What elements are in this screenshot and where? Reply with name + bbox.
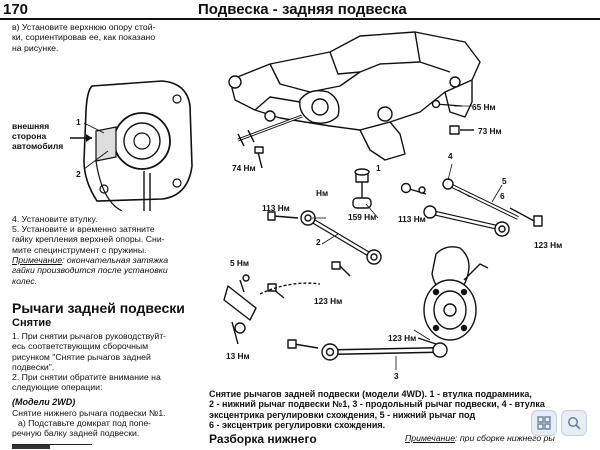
- search-button[interactable]: [561, 410, 587, 436]
- removal-line: следующие операции:: [12, 382, 103, 393]
- model-line: Снятие нижнего рычага подвески №1.: [12, 407, 166, 418]
- cut-off-heading-fragment: [12, 444, 92, 450]
- model-line: а) Подставьте домкрат под попе-: [18, 418, 152, 429]
- model-heading: (Модели 2WD): [12, 396, 76, 407]
- inset-callout-2: 2: [76, 168, 81, 179]
- model-line: речную балку задней подвески.: [12, 428, 140, 439]
- removal-line: рисунком "Снятие рычагов задней: [12, 351, 151, 362]
- section-title: Подвеска - задняя подвеска: [198, 1, 407, 18]
- inset-label-line: сторона: [12, 130, 47, 141]
- part-callout-1: 1: [376, 163, 381, 173]
- torque-label: 113 Нм: [398, 214, 426, 224]
- torque-label: 73 Нм: [478, 126, 502, 136]
- upper-mount-orientation-figure: внешняя сторона автомобиля 1 2: [12, 61, 202, 211]
- grid-view-button[interactable]: [531, 410, 557, 436]
- caption-line: 2 - нижний рычаг подвески №1, 3 - продол…: [209, 399, 545, 410]
- inset-side-label: внешняя сторона автомобиля: [12, 121, 63, 151]
- figure-caption: Снятие рычагов задней подвески (модели 4…: [209, 389, 600, 431]
- torque-label: 65 Нм: [472, 102, 496, 112]
- removal-line: 1. При снятии рычагов руководствуйт-: [12, 330, 167, 341]
- part-callout-5: 5: [502, 176, 507, 186]
- part-callout-2: 2: [316, 237, 321, 247]
- bottom-note-text: : при сборке нижнего ры: [455, 433, 555, 443]
- intro-line: в) Установите верхнюю опору стой-: [12, 22, 156, 32]
- caption-line: 6 - эксцентрик регулировки схождения.: [209, 420, 386, 431]
- torque-label: 13 Нм: [226, 351, 250, 361]
- upper-mount-drawing: [70, 80, 193, 211]
- removal-line: подвески".: [12, 361, 55, 372]
- part-callout-3: 3: [394, 371, 399, 381]
- part-callout-6: 6: [500, 191, 505, 201]
- suspension-exploded-diagram: 65 Нм 73 Нм 74 Нм Нм 113 Нм 159 Нм 113 Н…: [210, 22, 600, 390]
- removal-line: 2. При снятии обратите внимание на: [12, 372, 161, 383]
- inset-callout-1: 1: [76, 116, 81, 127]
- removal-line: есь соответствующим сборочным: [12, 341, 149, 352]
- step-line: гайку крепления верхней опоры. Сни-: [12, 234, 165, 245]
- inset-label-line: внешняя: [12, 120, 50, 131]
- bottom-note-label: Примечание: [405, 433, 456, 443]
- torque-label: 113 Нм: [262, 203, 290, 213]
- note: Примечание: окончательная затяжка: [12, 255, 204, 265]
- torque-label: 74 Нм: [232, 163, 256, 173]
- intro-line: на рисунке.: [12, 42, 59, 53]
- bottom-note: Примечание: при сборке нижнего ры: [405, 433, 555, 443]
- torque-label: Нм: [316, 188, 329, 198]
- step-line: 5. Установите и временно затяните: [12, 224, 155, 235]
- torque-label: 123 Нм: [534, 240, 563, 250]
- inset-label-line: автомобиля: [12, 140, 64, 151]
- torque-label: 123 Нм: [388, 333, 417, 343]
- disassembly-heading: Разборка нижнего: [209, 432, 317, 446]
- torque-label: 5 Нм: [230, 258, 250, 268]
- left-column: в) Установите верхнюю опору стой- ки, со…: [12, 22, 204, 439]
- search-icon: [568, 417, 581, 430]
- torque-label: 123 Нм: [314, 296, 343, 306]
- grid-view-icon: [537, 416, 551, 430]
- step-line: мите специнструмент с пружины.: [12, 244, 147, 255]
- torque-label: 159 Нм: [348, 212, 377, 222]
- section-heading: Рычаги задней подвески: [12, 299, 185, 316]
- intro-line: ки, сориентировав ее, как показано: [12, 32, 156, 43]
- page-header: 170 Подвеска - задняя подвеска: [0, 0, 600, 20]
- caption-line: Снятие рычагов задней подвески (модели 4…: [209, 389, 532, 399]
- page-number: 170: [3, 1, 29, 18]
- note-line: гайки производится после установки: [12, 265, 168, 276]
- note-text: : окончательная затяжка: [62, 255, 169, 266]
- suspension-drawing: [223, 31, 543, 370]
- step-line: 4. Установите втулку.: [12, 213, 98, 224]
- note-label: Примечание: [12, 255, 63, 266]
- part-callout-4: 4: [448, 151, 453, 161]
- note-line: колес.: [12, 275, 38, 286]
- removal-heading: Снятие: [12, 316, 52, 329]
- caption-line: эксцентрика регулировки схождения, 5 - н…: [209, 409, 476, 420]
